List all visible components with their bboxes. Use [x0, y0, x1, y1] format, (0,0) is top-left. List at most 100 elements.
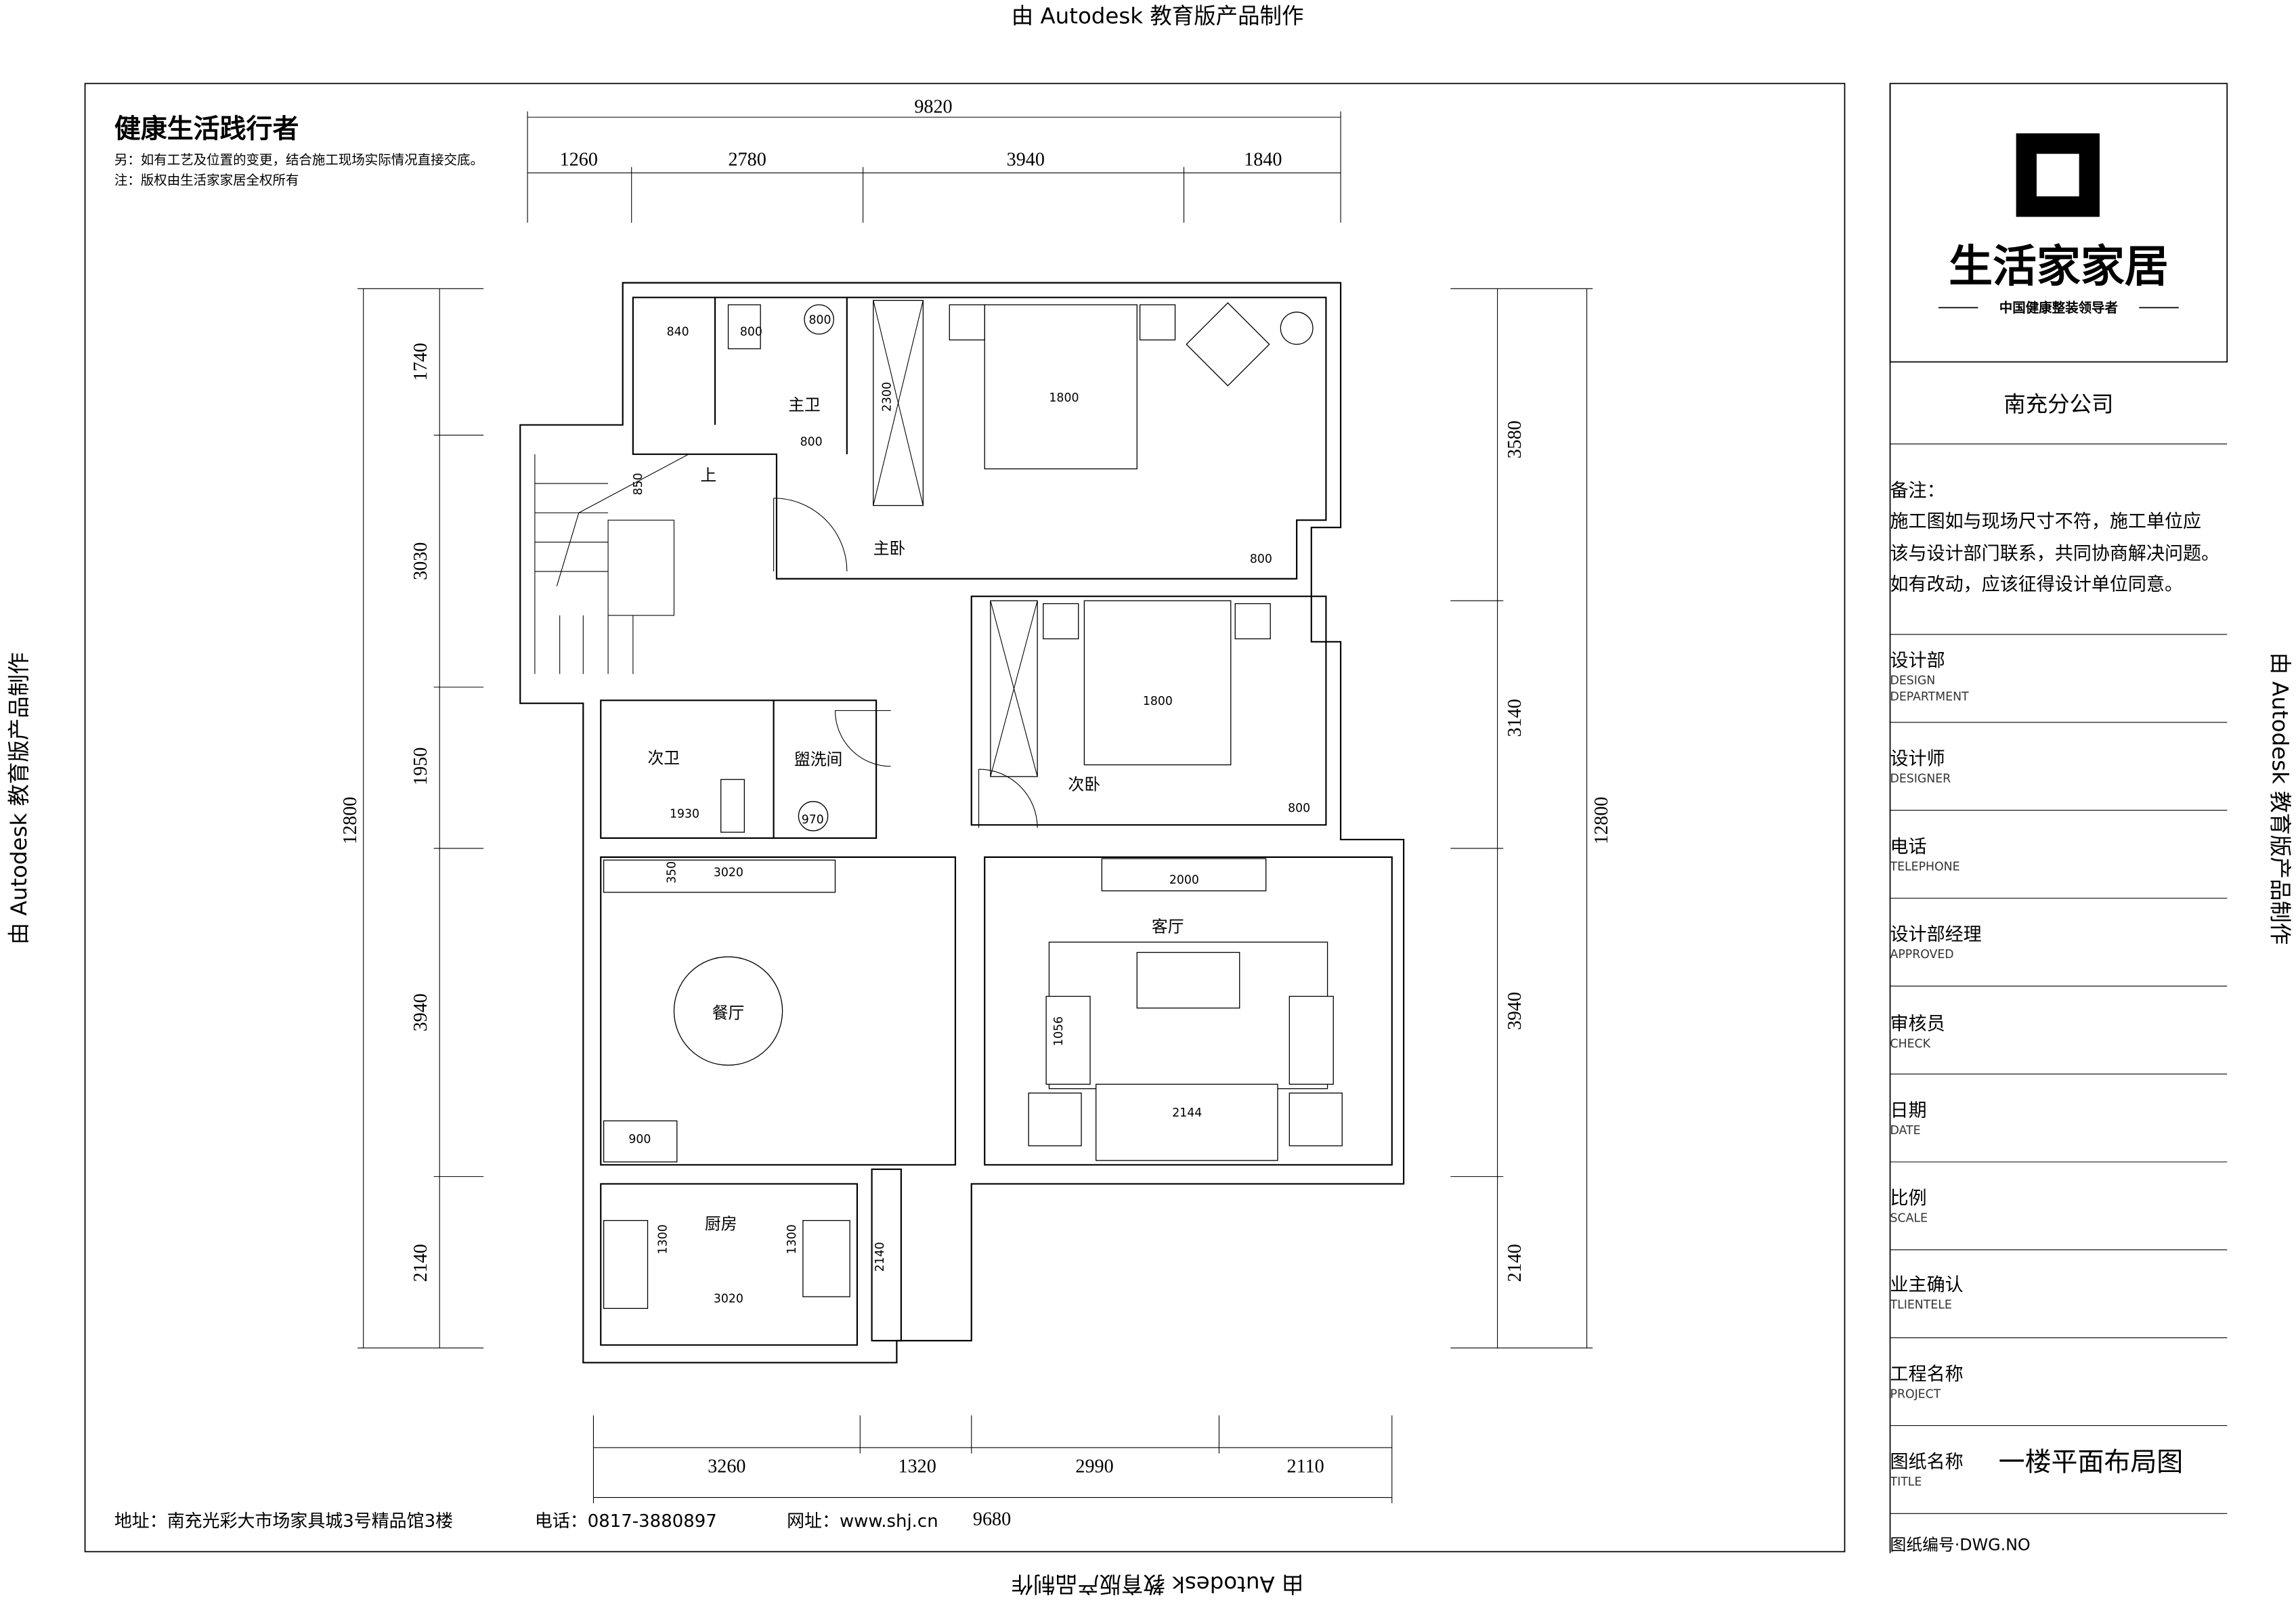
- dim-left-5: 2140: [410, 1244, 431, 1282]
- dim-bottom-3: 2990: [1075, 1456, 1113, 1477]
- coffee-table: [1136, 951, 1240, 1009]
- dim-bottom-total: 9680: [973, 1509, 1011, 1530]
- plan-dim: 2000: [1169, 873, 1199, 887]
- field-check: 审核员: [1890, 1014, 1945, 1035]
- field-design-dept: 设计部: [1890, 651, 1945, 672]
- plan-dim: 3020: [714, 866, 743, 880]
- end-table: [1028, 1092, 1082, 1146]
- plan-dim: 800: [1250, 553, 1272, 566]
- header-title: 健康生活践行者: [114, 114, 299, 144]
- nightstand: [1139, 304, 1176, 341]
- plan-dim: 970: [802, 813, 824, 827]
- room-labels: 主卫 主卧 上 次卫 盥洗间 次卧 客厅 餐厅 厨房: [648, 395, 1184, 1234]
- dim-right-4: 2140: [1504, 1244, 1525, 1282]
- plan-dim: 800: [809, 313, 831, 327]
- sofa-right: [1288, 995, 1334, 1085]
- drawing-frame: [84, 83, 1846, 1553]
- title-block: 生活家家居 中国健康整装领导者 南充分公司 备注： 施工图如与现场尺寸不符，施工…: [1890, 83, 2228, 1554]
- room-label-kitchen: 厨房: [705, 1215, 737, 1234]
- field-client: 业主确认: [1890, 1274, 1964, 1295]
- squat-toilet: [720, 779, 745, 833]
- footer-website: 网址：www.shj.cn: [787, 1511, 938, 1532]
- remarks-title: 备注：: [1890, 481, 1945, 502]
- dim-left-total: 12800: [340, 797, 361, 844]
- furniture: [603, 299, 1343, 1310]
- room-label-living-room: 客厅: [1152, 917, 1184, 936]
- plan-dim: 2300: [881, 382, 894, 412]
- nightstand: [949, 304, 985, 341]
- walls: [519, 282, 1405, 1364]
- field-project-en: PROJECT: [1890, 1387, 1941, 1401]
- dim-right-1: 3580: [1504, 420, 1525, 458]
- field-approved: 设计部经理: [1890, 924, 1982, 945]
- plan-dim: 350: [666, 861, 679, 884]
- logo-icon: [2016, 133, 2100, 217]
- room-label-second-bedroom: 次卧: [1068, 775, 1101, 794]
- nightstand: [1234, 603, 1271, 640]
- watermark-right: 由 Autodesk 教育版产品制作: [2267, 653, 2293, 945]
- watermark-bottom: 由 Autodesk 教育版产品制作: [1012, 1571, 1304, 1597]
- side-table: [1280, 311, 1314, 345]
- nightstand: [1043, 603, 1079, 640]
- footer-phone: 电话：0817-3880897: [535, 1511, 717, 1532]
- tv-cabinet: [1101, 858, 1267, 892]
- armchair: [1186, 302, 1270, 387]
- plan-dim: 800: [740, 326, 762, 339]
- dim-top-2: 2780: [729, 150, 766, 171]
- field-dwg-no: 图纸编号·DWG.NO: [1890, 1535, 2031, 1554]
- basin: [804, 304, 834, 335]
- field-approved-en: APPROVED: [1890, 948, 1954, 961]
- field-designer: 设计师: [1890, 749, 1945, 770]
- dim-right-2: 3140: [1504, 699, 1525, 737]
- plan-dim: 3020: [714, 1293, 743, 1306]
- dim-left-4: 3940: [410, 993, 431, 1031]
- remarks-line: 施工图如与现场尺寸不符，施工单位应: [1890, 511, 2202, 532]
- staircase: [534, 454, 689, 674]
- plan-dim: 840: [667, 326, 689, 339]
- room-label-washroom: 盥洗间: [794, 750, 842, 769]
- field-designer-en: DESIGNER: [1890, 773, 1951, 786]
- door-swing: [978, 769, 1038, 828]
- plan-dimension-labels: 840 800 800 2300 1800 800 850 800 1800 8…: [628, 313, 1310, 1305]
- field-title: 图纸名称: [1890, 1452, 1964, 1473]
- logo-box: [1889, 83, 2228, 363]
- stove: [802, 1219, 850, 1297]
- end-table: [1288, 1092, 1343, 1146]
- plan-dim: 1800: [1143, 695, 1173, 708]
- dim-right-total: 12800: [1591, 797, 1612, 844]
- plan-dim: 850: [632, 473, 645, 495]
- dim-left-2: 3030: [410, 542, 431, 580]
- field-design-dept-en2: DEPARTMENT: [1890, 690, 1970, 704]
- left-dimensions: 12800 1740 3030 1950 3940 2140: [340, 288, 484, 1349]
- dim-top-total: 9820: [914, 97, 952, 118]
- logo-slogan: 中国健康整装领导者: [1999, 300, 2118, 316]
- dining-table: [673, 956, 783, 1066]
- dim-top-3: 3940: [1007, 150, 1045, 171]
- master-bed: [984, 304, 1138, 470]
- field-check-en: CHECK: [1890, 1037, 1931, 1051]
- dim-bottom-1: 3260: [708, 1456, 745, 1477]
- plan-dim: 1300: [785, 1224, 799, 1254]
- stair-up-label: 上: [700, 466, 716, 485]
- plan-dim: 1930: [670, 807, 699, 821]
- drawing-title-value: 一楼平面布局图: [1999, 1448, 2184, 1477]
- field-project: 工程名称: [1890, 1364, 1964, 1385]
- dim-top-4: 1840: [1244, 150, 1282, 171]
- toilet: [727, 304, 761, 349]
- sofa-main: [1096, 1083, 1278, 1161]
- remarks-line: 如有改动，应该征得设计单位同意。: [1890, 574, 2184, 595]
- plan-dim: 2144: [1172, 1106, 1202, 1120]
- door-swing: [834, 710, 891, 767]
- second-bed: [1083, 600, 1232, 766]
- room-label-master-bath: 主卫: [788, 395, 821, 414]
- header-note-2: 注：版权由生活家家居全权所有: [114, 173, 299, 188]
- room-label-master-bedroom: 主卧: [873, 539, 906, 558]
- dim-left-1: 1740: [410, 343, 431, 381]
- field-telephone: 电话: [1890, 836, 1927, 857]
- plan-dim: 1300: [657, 1224, 670, 1254]
- dim-bottom-4: 2110: [1287, 1456, 1324, 1477]
- top-dimensions: 9820 1260 2780 3940 1840: [527, 97, 1341, 223]
- logo-name: 生活家家居: [1949, 241, 2169, 292]
- plan-dim: 2140: [873, 1242, 887, 1272]
